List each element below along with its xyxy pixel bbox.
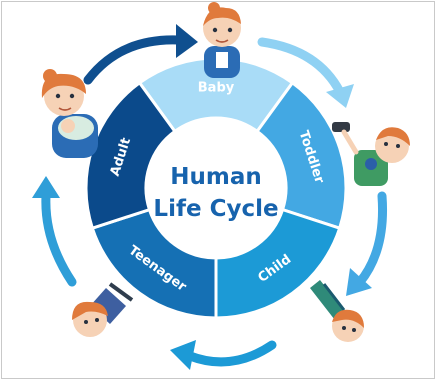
arrow-teenager-to-adult-head [32, 176, 60, 198]
center-circle [146, 118, 286, 258]
toddler-figure [332, 122, 410, 186]
teenager-figure [72, 282, 134, 337]
arrow-baby-to-toddler-head [326, 84, 354, 108]
arrow-baby-to-toddler [257, 37, 345, 97]
arrow-child-to-teenager [185, 340, 277, 367]
baby-figure [203, 2, 241, 78]
arrow-adult-to-baby-head [176, 24, 198, 58]
child-figure [310, 280, 364, 342]
life-cycle-ring [84, 56, 348, 320]
cycle-arrows [32, 24, 387, 370]
arrow-toddler-to-child-head [346, 268, 372, 296]
arrow-teenager-to-adult [41, 191, 77, 287]
arrow-adult-to-baby [83, 35, 183, 85]
center-title-line-2: Life Cycle [153, 196, 278, 222]
adult-figure [41, 69, 98, 158]
center-title-line-1: Human [170, 164, 261, 190]
arrow-child-to-teenager-head [170, 340, 196, 370]
arrow-toddler-to-child [355, 191, 387, 287]
stage-label-baby: Baby [198, 81, 235, 96]
